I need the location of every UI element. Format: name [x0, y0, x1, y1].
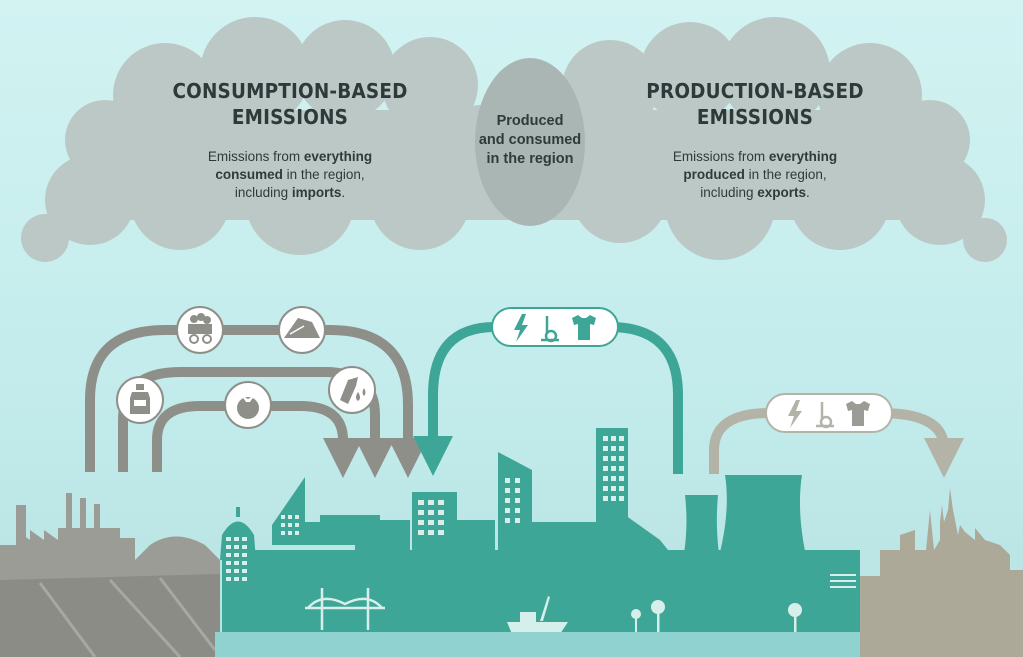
vacuum-cleaner-icon: [541, 316, 559, 343]
building-windows: [226, 436, 856, 588]
consumption-title-line2: EMISSIONS: [231, 105, 349, 129]
consumption-title-line1: CONSUMPTION-BASED: [172, 79, 408, 103]
production-cloud: [525, 17, 1007, 262]
tomato-icon: [224, 381, 272, 429]
export-goods-pill: [765, 393, 893, 433]
consumption-title: CONSUMPTION-BASED EMISSIONS: [143, 78, 437, 130]
fuel-nozzle-icon: [328, 366, 376, 414]
city-skyline: [220, 428, 860, 657]
produced-consumed-arrow: [413, 322, 683, 476]
river: [215, 632, 865, 657]
t-shirt-icon: [846, 401, 870, 426]
consumption-cloud: [21, 17, 525, 262]
vacuum-cleaner-icon: [816, 402, 834, 429]
sand-pile-icon: [278, 306, 326, 354]
production-title-line2: EMISSIONS: [696, 105, 814, 129]
t-shirt-icon: [572, 315, 596, 340]
boat: [507, 596, 568, 634]
production-description: Emissions from everything produced in th…: [672, 149, 838, 200]
trees: [631, 600, 802, 632]
produced-consumed-goods-pill: [491, 307, 619, 347]
field-ground: [0, 574, 220, 657]
coal-cart-icon: [176, 306, 224, 354]
field-roads: [38, 577, 217, 657]
production-title: PRODUCTION-BASED EMISSIONS: [608, 78, 902, 130]
electricity-icon: [514, 314, 528, 342]
bridge: [305, 588, 385, 630]
export-destination-city: [860, 488, 1023, 657]
production-title-line1: PRODUCTION-BASED: [646, 79, 864, 103]
overlap-region: [475, 58, 585, 226]
consumption-description: Emissions from everything consumed in th…: [207, 149, 373, 200]
oil-bottle-icon: [116, 376, 164, 424]
electricity-icon: [788, 400, 802, 428]
overlap-label: Produced and consumed in the region: [478, 113, 582, 167]
